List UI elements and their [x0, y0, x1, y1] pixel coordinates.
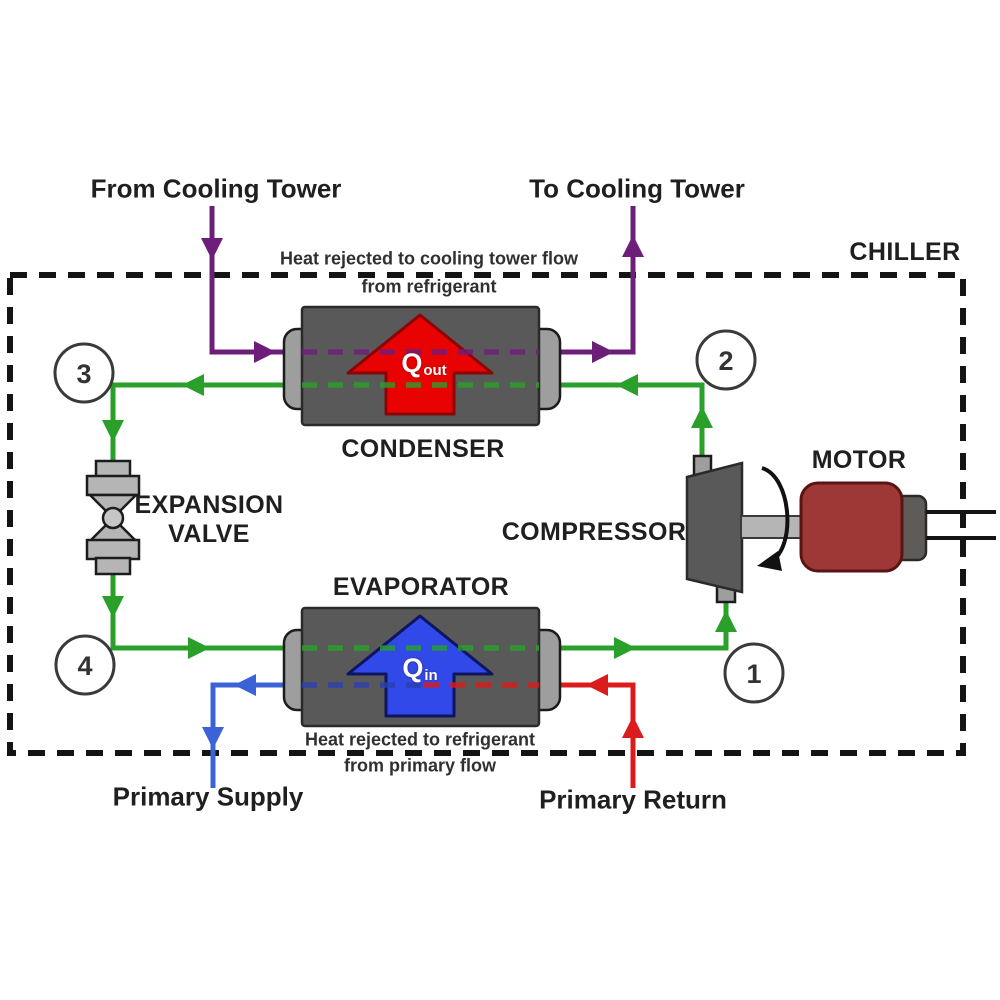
qout-heat-arrow-icon [346, 313, 494, 416]
from-cooling-tower-label: From Cooling Tower [90, 173, 342, 204]
drive-shaft [740, 515, 806, 539]
arrow-right-icon [188, 637, 210, 659]
evaporator-heat-note-line1: Heat rejected to refrigerant [304, 729, 536, 750]
expansion-valve-symbol [85, 459, 141, 576]
arrow-left-icon [234, 674, 256, 696]
primary-return-pipe [560, 674, 644, 788]
arrow-up-icon [691, 406, 713, 428]
evaporator-label: EVAPORATOR [332, 572, 510, 601]
state-point-3-number: 3 [76, 358, 92, 389]
rotation-arrow-icon [761, 466, 790, 563]
valve-body-bottom [85, 538, 141, 561]
arrow-up-icon [715, 610, 737, 632]
state-point-1-number: 1 [746, 658, 762, 689]
chiller-label: CHILLER [849, 237, 961, 266]
motor-housing [799, 481, 904, 573]
state-point-4-circle [54, 634, 116, 696]
valve-flange-top [94, 459, 132, 479]
compressor-symbol [685, 454, 744, 604]
cooling-tower-outlet-pipe [560, 206, 644, 363]
refrigerant-pipe-condenser-to-valve [102, 374, 284, 462]
evaporator-vessel [282, 606, 562, 728]
refrigerant-pipe-evaporator-to-compressor [560, 599, 737, 659]
to-cooling-tower-label: To Cooling Tower [529, 173, 745, 204]
refrigerant-pipe-compressor-to-condenser [560, 374, 713, 464]
valve-flange-bottom [94, 556, 132, 576]
state-point-3-circle [53, 342, 115, 404]
arrow-up-icon [622, 235, 644, 257]
cooling-tower-inlet-pipe [201, 206, 284, 363]
primary-supply-label: Primary Supply [112, 781, 304, 812]
expansion-valve-label-line1: EXPANSION [134, 490, 284, 519]
compressor-label: COMPRESSOR [501, 517, 687, 546]
state-point-4-number: 4 [77, 650, 93, 681]
compressor-body [685, 461, 744, 594]
motor-assembly [740, 466, 996, 573]
arrow-up-icon [622, 716, 644, 738]
state-point-2-number: 2 [718, 345, 734, 376]
valve-ball [101, 506, 125, 530]
arrow-left-icon [182, 374, 204, 396]
arrow-right-icon [614, 637, 636, 659]
arrow-right-icon [254, 341, 276, 363]
arrow-right-icon [592, 341, 614, 363]
condenser-label: CONDENSER [341, 434, 505, 463]
condenser-vessel [282, 305, 562, 427]
primary-return-label: Primary Return [539, 784, 727, 815]
state-point-2-circle [695, 329, 757, 391]
arrow-left-icon [616, 374, 638, 396]
arrow-down-icon [102, 596, 124, 618]
arrow-left-icon [586, 674, 608, 696]
expansion-valve-label-line2: VALVE [168, 519, 250, 548]
arrow-down-icon [202, 727, 224, 749]
condenser-heat-note-line1: Heat rejected to cooling tower flow [279, 248, 579, 269]
arrow-down-icon [102, 420, 124, 442]
arrow-down-icon [201, 238, 223, 260]
evaporator-heat-note-line2: from primary flow [343, 755, 497, 776]
qin-heat-arrow-icon [346, 614, 494, 718]
condenser-heat-note-line2: from refrigerant [361, 276, 497, 297]
state-point-1-circle [723, 642, 785, 704]
valve-body-top [85, 474, 141, 497]
motor-label: MOTOR [811, 445, 907, 474]
primary-supply-pipe [202, 674, 284, 788]
refrigerant-pipe-valve-to-evaporator [102, 573, 284, 659]
